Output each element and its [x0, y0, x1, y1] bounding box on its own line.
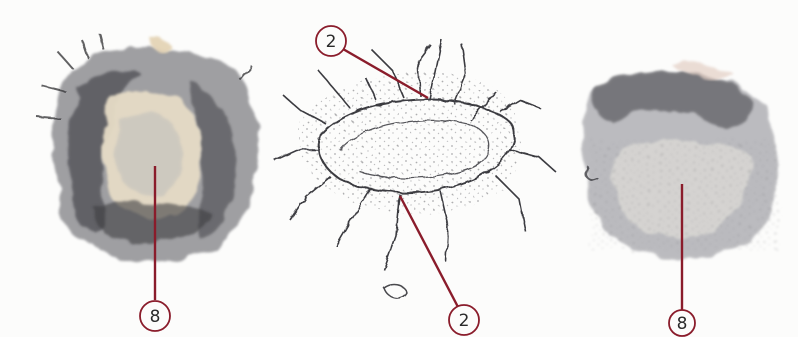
specimen-middle [274, 40, 556, 298]
callout-middle-2-bottom: 2 [449, 305, 479, 335]
callout-middle-2-top: 2 [316, 26, 346, 56]
callout-right-8: 8 [669, 310, 695, 336]
callout-left-8: 8 [140, 301, 170, 331]
callout-label: 2 [459, 311, 470, 331]
callout-label: 2 [326, 32, 337, 52]
callout-label: 8 [150, 307, 161, 327]
callout-label: 8 [677, 314, 688, 334]
specimen-left [36, 34, 258, 262]
